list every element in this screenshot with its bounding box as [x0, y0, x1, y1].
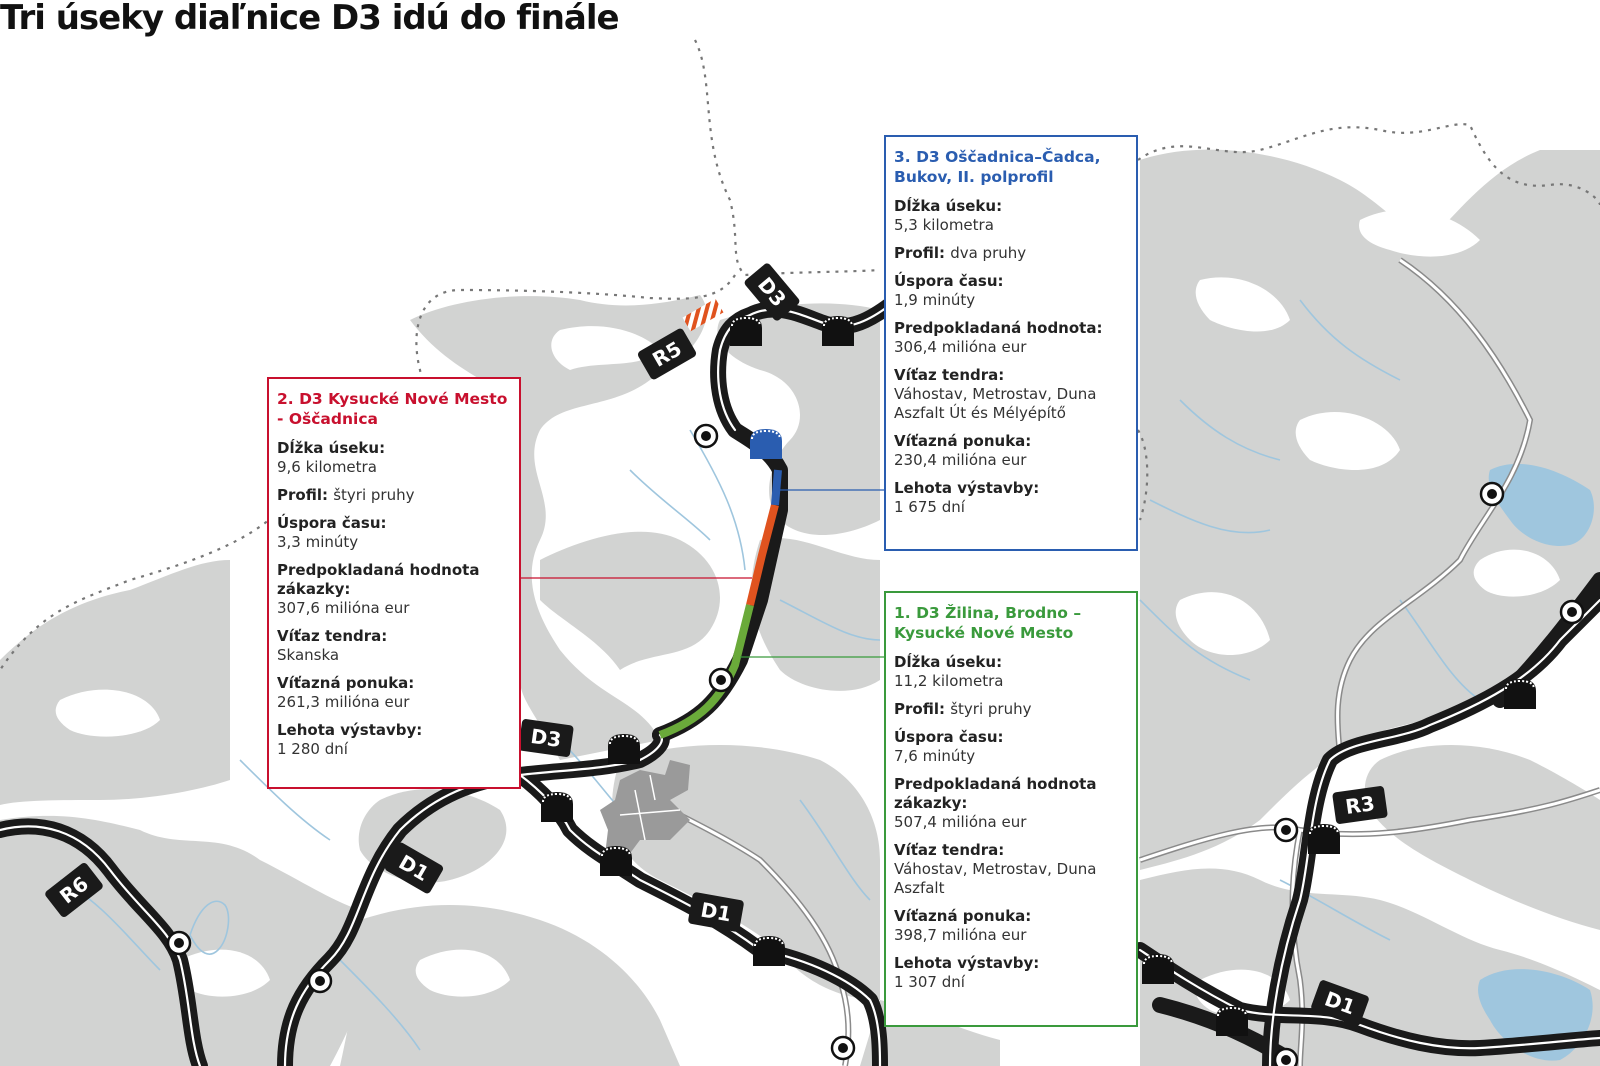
- section3-estimated-value: Predpokladaná hodnota: 306,4 milióna eur: [894, 319, 1103, 356]
- section2-title: 2. D3 Kysucké Nové Mesto - Oščadnica: [277, 390, 508, 428]
- road-shields: D3 R5 D3 R6 D1 D1 D1 R3: [45, 263, 1388, 1026]
- section3-winning-bid: Víťazná ponuka: 230,4 milióna eur: [894, 432, 1032, 469]
- section2-winning-bid: Víťazná ponuka: 261,3 milióna eur: [277, 674, 415, 711]
- section2-info-box: 2. D3 Kysucké Nové Mesto - Oščadnica Dĺž…: [267, 377, 521, 789]
- section3-time-saving: Úspora času: 1,9 minúty: [894, 272, 1004, 309]
- tunnel-icons: [540, 315, 1537, 1037]
- callout-lines: [521, 489, 884, 658]
- town-area: [600, 760, 690, 860]
- r3-shield: R3: [1344, 791, 1376, 819]
- clearings: [55, 209, 1560, 1017]
- section3-winner: Víťaz tendra: Váhostav, Metrostav, Duna …: [894, 366, 1097, 422]
- country-border: [0, 39, 1600, 671]
- section3-info-box: 3. D3 Oščadnica–Čadca, Bukov, II. polpro…: [884, 135, 1138, 551]
- r5-planned: [682, 298, 724, 332]
- section2-deadline: Lehota výstavby: 1 280 dní: [277, 721, 423, 758]
- section1-line: [658, 604, 754, 739]
- section1-winner: Víťaz tendra: Váhostav, Metrostav, Duna …: [894, 841, 1097, 897]
- section1-profile: Profil: štyri pruhy: [894, 700, 1032, 718]
- section1-length: Dĺžka úseku: 11,2 kilometra: [894, 653, 1004, 690]
- section3-length: Dĺžka úseku: 5,3 kilometra: [894, 197, 1003, 234]
- section2-length: Dĺžka úseku: 9,6 kilometra: [277, 439, 386, 476]
- section1-winning-bid: Víťazná ponuka: 398,7 milióna eur: [894, 907, 1032, 944]
- section1-info-box: 1. D3 Žilina, Brodno – Kysucké Nové Mest…: [884, 591, 1138, 1027]
- d3-sections: [658, 469, 782, 739]
- section2-estimated-value: Predpokladaná hodnota zákazky: 307,6 mil…: [277, 561, 480, 617]
- section1-deadline: Lehota výstavby: 1 307 dní: [894, 954, 1040, 991]
- section3-deadline: Lehota výstavby: 1 675 dní: [894, 479, 1040, 516]
- section1-title: 1. D3 Žilina, Brodno – Kysucké Nové Mest…: [894, 604, 1082, 642]
- section2-time-saving: Úspora času: 3,3 minúty: [277, 514, 387, 551]
- forest-areas: [0, 149, 1600, 1066]
- section2-winner: Víťaz tendra: Skanska: [277, 627, 388, 664]
- section1-estimated-value: Predpokladaná hodnota zákazky: 507,4 mil…: [894, 775, 1097, 831]
- d3-south-shield: D3: [529, 724, 563, 752]
- secondary-roads: [648, 257, 1600, 1066]
- section3-title: 3. D3 Oščadnica–Čadca, Bukov, II. polpro…: [894, 148, 1101, 186]
- section2-line: [746, 503, 779, 606]
- page-title: Tri úseky diaľnice D3 idú do finále: [0, 0, 620, 38]
- section1-time-saving: Úspora času: 7,6 minúty: [894, 728, 1004, 765]
- section3-line: [771, 469, 782, 506]
- section2-profile: Profil: štyri pruhy: [277, 486, 415, 504]
- section3-profile: Profil: dva pruhy: [894, 244, 1027, 262]
- d1-mid-shield: D1: [699, 898, 733, 927]
- town-streets: [619, 774, 681, 841]
